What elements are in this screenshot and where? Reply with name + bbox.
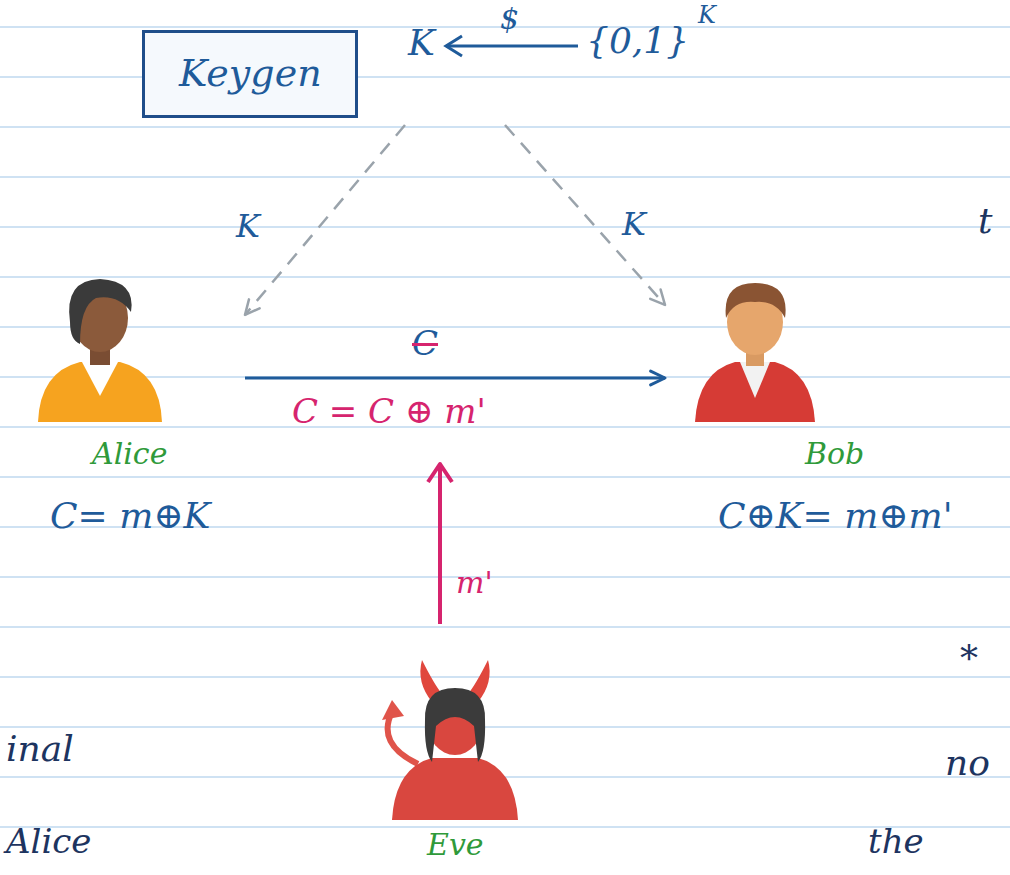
margin-note: Alice <box>6 822 91 861</box>
arrow-head <box>245 299 260 315</box>
key-length: K <box>698 2 716 30</box>
party-name: Eve <box>427 828 484 863</box>
edge-label: K <box>236 208 260 245</box>
eve-figure <box>382 660 518 820</box>
party-formula: C= m⊕K <box>50 495 210 536</box>
arrow-head <box>650 290 665 305</box>
bob-figure <box>695 283 815 422</box>
tampered-cipher: C = C ⊕ m' <box>292 392 486 431</box>
random-symbol: $ <box>500 2 519 37</box>
margin-note: t <box>978 200 992 241</box>
bob-node: BobC⊕K= m⊕m' <box>665 275 1005 560</box>
key-symbol: K <box>408 22 435 63</box>
assign-arrow-head <box>446 36 462 56</box>
edge-label: K <box>622 206 646 243</box>
ciphertext-arrow <box>245 376 665 379</box>
eve-node: Eve <box>370 650 540 872</box>
arrow-head <box>651 371 665 385</box>
party-formula: C⊕K= m⊕m' <box>718 495 953 536</box>
margin-note: * <box>960 638 978 679</box>
margin-note: no <box>945 742 990 783</box>
party-name: Alice <box>92 437 167 472</box>
assign-arrow <box>446 45 578 48</box>
key-distribution-arrow <box>245 125 405 315</box>
edge-label: C <box>412 324 438 363</box>
alice-figure <box>38 279 162 422</box>
key-distribution-arrow <box>505 125 665 305</box>
alice-node: Alice C= m⊕K <box>15 275 245 560</box>
margin-note: the <box>868 822 924 861</box>
key-space: {0,1} <box>586 20 689 61</box>
injection-arrow <box>438 466 442 624</box>
injection-arrow-head <box>428 464 452 482</box>
party-name: Bob <box>805 437 864 472</box>
injected-message: m' <box>456 566 493 601</box>
keygen-title: Keygen <box>179 52 322 96</box>
margin-note: inal <box>6 728 74 769</box>
keygen-box: Keygen <box>142 30 358 118</box>
